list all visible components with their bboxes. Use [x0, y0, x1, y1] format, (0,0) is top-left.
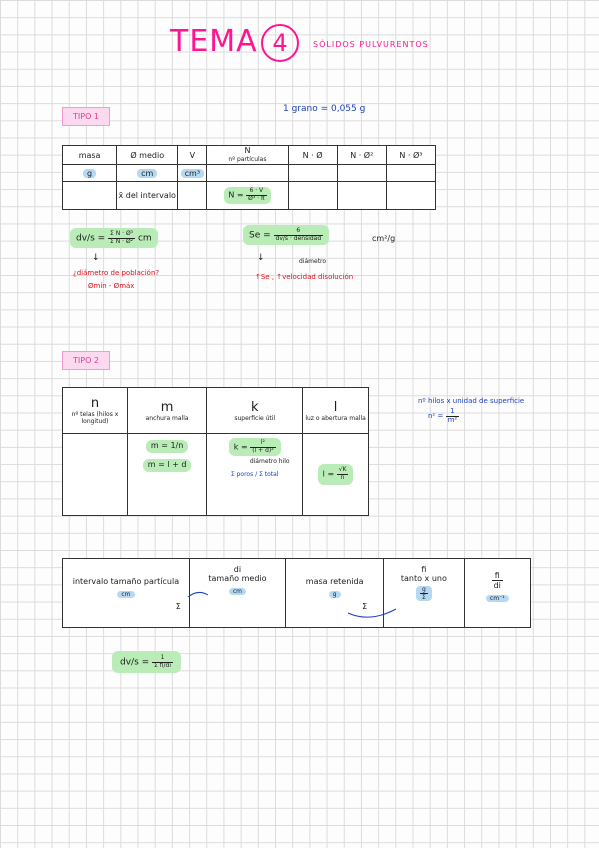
col-tamano-medio: di tamaño medio cm — [188, 558, 287, 628]
diametro-note: x̄ del intervalo — [116, 181, 179, 210]
header-n-d2: N · Ø² — [336, 145, 387, 165]
tipo3-arrows — [187, 591, 397, 618]
dvs-note-range: Ømín - Ømáx — [88, 282, 135, 290]
header-n-sub: nº partículas — [228, 156, 267, 163]
se-note-diametro: diámetro — [299, 258, 327, 265]
se-down-arrow-icon: ↓ — [257, 253, 265, 263]
col-intervalo: intervalo tamaño partícula cm Σ — [62, 558, 190, 628]
header-luz-malla: l luz o abertura malla — [302, 387, 369, 434]
page-subtitle: SÓLIDOS PULVURENTOS — [313, 40, 429, 49]
header-n-d: N · Ø — [287, 145, 338, 165]
header-n-d3: N · Ø³ — [385, 145, 437, 165]
side-note-hilos: nº hilos x unidad de superficie — [418, 397, 525, 405]
header-n-symbol: N — [244, 146, 251, 155]
tipo1-table: masa Ø medio V N nº partículas N · Ø N ·… — [61, 145, 437, 210]
down-arrow-icon: ↓ — [92, 253, 100, 263]
header-anchura-malla: m anchura malla — [126, 387, 208, 434]
unit-volumen: cm³ — [177, 164, 208, 182]
header-volumen: V — [177, 145, 208, 165]
tipo1-label: TIPO 1 — [62, 107, 110, 126]
formulas-m: m = 1/n m = l + d — [126, 433, 208, 516]
arrow-1 — [187, 591, 209, 598]
header-n-telas: n nº telas (hilos x longitud) — [62, 387, 128, 434]
tipo2-table: n nº telas (hilos x longitud) m anchura … — [62, 387, 369, 516]
tipo2-label: TIPO 2 — [62, 351, 110, 370]
header-superficie-util: k superficie útil — [206, 387, 304, 434]
arrow-2 — [347, 608, 397, 618]
grain-conversion-note: 1 grano = 0,055 g — [283, 104, 366, 114]
header-n: N nº partículas — [206, 145, 289, 165]
header-masa: masa — [61, 145, 118, 165]
page-title: TEMA — [170, 24, 258, 59]
tipo3-table: intervalo tamaño partícula cm Σ di tamañ… — [62, 558, 531, 628]
se-note-velocidad: ↑Se , ↑velocidad disolución — [255, 273, 354, 281]
col-masa-retenida: masa retenida g Σ — [285, 558, 385, 628]
unit-diametro: cm — [116, 164, 179, 182]
dvs-note-poblacion: ¿diámetro de población? — [73, 269, 160, 277]
unit-masa: g — [61, 164, 118, 182]
se-unit: cm²/g — [372, 234, 396, 243]
topic-number-circle: 4 — [261, 24, 299, 62]
formulas-k: k = l²(l + d)² diámetro hilo Σ poros / Σ… — [206, 433, 304, 516]
header-diametro-medio: Ø medio — [116, 145, 179, 165]
